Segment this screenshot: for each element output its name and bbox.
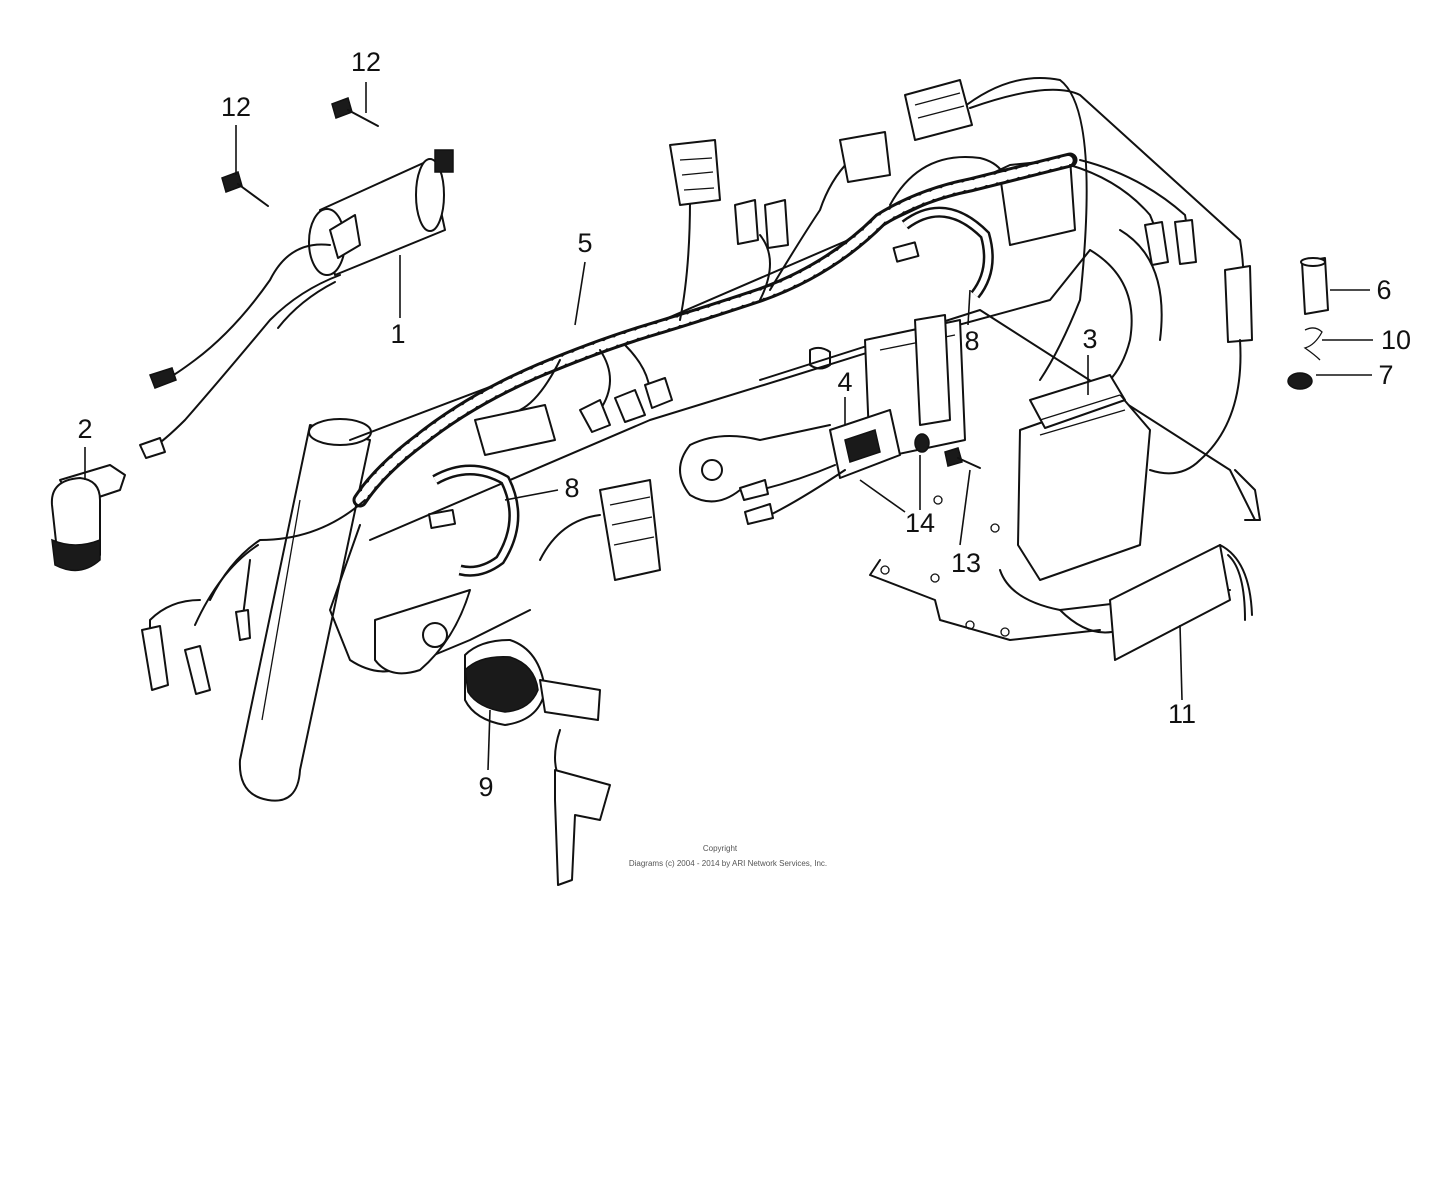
ignition-coil bbox=[139, 149, 454, 459]
copyright-watermark: Copyright Diagrams (c) 2004 - 2014 by AR… bbox=[629, 844, 827, 868]
callout-10: 10 bbox=[1381, 325, 1411, 355]
callout-2: 2 bbox=[77, 414, 92, 444]
spark-plug-cap bbox=[50, 464, 126, 572]
callout-8-front: 8 bbox=[564, 473, 579, 503]
copyright-line-1: Copyright bbox=[703, 844, 738, 853]
harness-band-rear bbox=[892, 206, 994, 299]
harness-band-front bbox=[427, 464, 520, 577]
battery-band bbox=[1109, 544, 1253, 661]
callout-labels: 1 2 3 4 5 6 7 8 8 9 10 11 12 12 13 14 bbox=[77, 47, 1411, 802]
callout-13: 13 bbox=[951, 548, 981, 578]
callout-9: 9 bbox=[478, 772, 493, 802]
callout-7: 7 bbox=[1378, 360, 1393, 390]
wire-harness bbox=[141, 77, 1253, 695]
regulator bbox=[739, 409, 901, 525]
callout-14: 14 bbox=[905, 508, 935, 538]
fuse-parts bbox=[1287, 257, 1329, 390]
callout-3: 3 bbox=[1082, 324, 1097, 354]
callout-11: 11 bbox=[1168, 699, 1196, 729]
leader-lines bbox=[84, 82, 1373, 771]
callout-12-upper: 12 bbox=[351, 47, 381, 77]
bolt-13 bbox=[944, 447, 981, 469]
bolt-upper bbox=[331, 97, 379, 127]
callout-4: 4 bbox=[837, 367, 852, 397]
callout-12-lower: 12 bbox=[221, 92, 251, 122]
callout-1: 1 bbox=[390, 319, 405, 349]
battery bbox=[1017, 374, 1151, 581]
callout-5: 5 bbox=[577, 228, 592, 258]
ignition-switch bbox=[464, 479, 661, 886]
bolt-lower bbox=[221, 171, 269, 207]
callout-6: 6 bbox=[1376, 275, 1391, 305]
nut-14 bbox=[914, 433, 930, 453]
callout-8-rear: 8 bbox=[964, 326, 979, 356]
copyright-line-2: Diagrams (c) 2004 - 2014 by ARI Network … bbox=[629, 859, 827, 868]
